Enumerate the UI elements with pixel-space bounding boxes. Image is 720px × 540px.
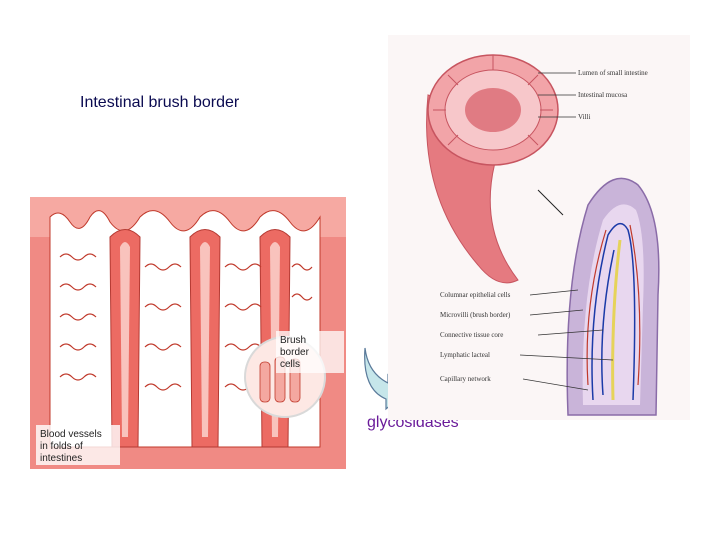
villi-drawing: Brush border cells Blood vessels in fold… — [30, 197, 346, 469]
slide-title: Intestinal brush border — [80, 94, 240, 111]
intestine-villus-illustration: Lumen of small intestine Intestinal muco… — [388, 35, 690, 420]
villi-label: Villi — [578, 113, 590, 121]
microvilli-label: Microvilli (brush border) — [440, 311, 511, 319]
villi-illustration: Brush border cells Blood vessels in fold… — [30, 197, 346, 469]
intestine-drawing: Lumen of small intestine Intestinal muco… — [388, 35, 690, 420]
brush-border-label: Brush border cells — [280, 335, 312, 370]
lacteal-label: Lymphatic lacteal — [440, 351, 490, 359]
connective-tissue-label: Connective tissue core — [440, 331, 503, 339]
lumen-label: Lumen of small intestine — [578, 69, 648, 77]
columnar-cells-label: Columnar epithelial cells — [440, 291, 511, 299]
mucosa-label: Intestinal mucosa — [578, 91, 628, 99]
blood-vessels-label: Blood vessels in folds of intestines — [40, 429, 104, 464]
capillary-label: Capillary network — [440, 375, 491, 383]
